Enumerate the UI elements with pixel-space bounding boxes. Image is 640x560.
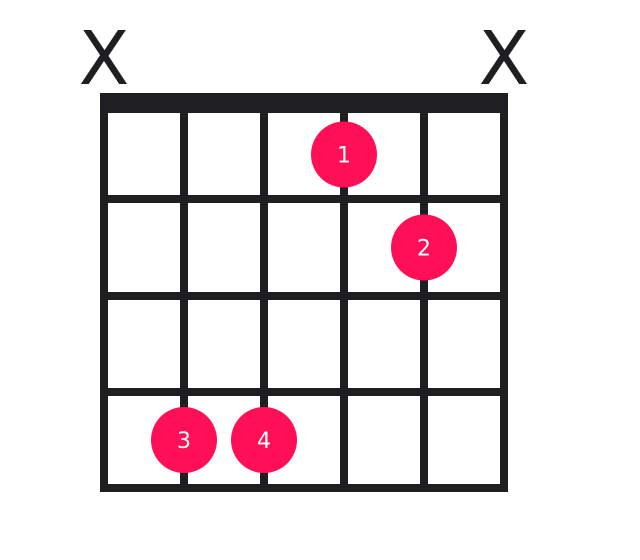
muted-string-marker: X (79, 16, 130, 102)
muted-string-marker: X (479, 16, 530, 102)
finger-dot (151, 407, 217, 473)
finger-number: 3 (177, 429, 191, 454)
finger-number: 2 (417, 237, 431, 262)
finger-dot (391, 214, 457, 281)
finger-number: 4 (257, 429, 271, 454)
finger-number: 1 (337, 144, 351, 169)
nut (100, 93, 508, 113)
finger-dot (231, 407, 297, 473)
finger-dot (311, 121, 377, 188)
